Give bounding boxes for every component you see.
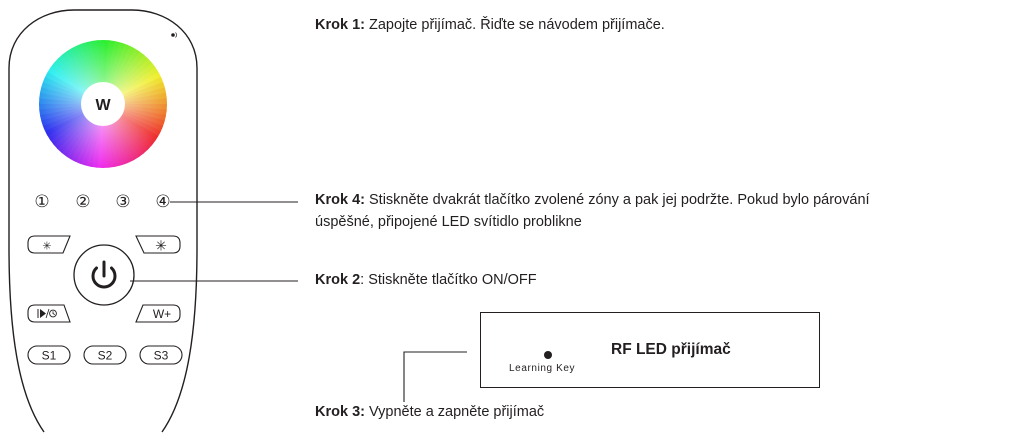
white-button[interactable]: [81, 82, 125, 126]
scene-1-label: S1: [42, 349, 57, 363]
mode-timer-button[interactable]: [27, 304, 71, 323]
step-2-text: Krok 2: Stiskněte tlačítko ON/OFF: [315, 269, 537, 292]
scene-3-label: S3: [154, 349, 169, 363]
learning-key-button[interactable]: [544, 351, 552, 359]
zone-1-button[interactable]: ①: [34, 192, 49, 212]
step-4-body: Stiskněte dvakrát tlačítko zvolené zóny …: [364, 192, 870, 208]
zone-4-button[interactable]: ④: [155, 192, 170, 212]
zone-3-button[interactable]: ③: [115, 192, 130, 212]
step-1-body: Zapojte přijímač. Řiďte se návodem přijí…: [364, 17, 665, 33]
white-button-label: W: [95, 97, 111, 114]
brightness-down-icon: ✳: [42, 240, 51, 253]
step-1-text: Krok 1: Zapojte přijímač. Řiďte se návod…: [315, 14, 665, 37]
scene-3-button[interactable]: S3: [139, 345, 183, 365]
step-2-body: : Stiskněte tlačítko ON/OFF: [360, 272, 537, 288]
rf-led-receiver: Learning Key RF LED přijímač: [480, 312, 820, 388]
scene-2-button[interactable]: S2: [83, 345, 127, 365]
callout-line-step3: [403, 351, 467, 402]
power-button[interactable]: [73, 244, 135, 306]
step-3-label: Krok 3:: [315, 404, 365, 420]
step-4-text: Krok 4: Stiskněte dvakrát tlačítko zvole…: [315, 189, 870, 212]
step-4-body-line2: úspěšné, připojené LED svítidlo problikn…: [315, 214, 582, 230]
white-plus-label: W+: [153, 307, 171, 321]
power-icon: [91, 260, 117, 289]
play-timer-icon: [37, 308, 57, 319]
brightness-down-button[interactable]: ✳: [27, 235, 71, 254]
step-4-text-line2: úspěšné, připojené LED svítidlo problikn…: [315, 211, 582, 234]
scene-1-button[interactable]: S1: [27, 345, 71, 365]
receiver-title: RF LED přijímač: [611, 341, 731, 358]
brightness-up-icon: ✳: [155, 239, 167, 255]
step-3-text: Krok 3: Vypněte a zapněte přijímač: [315, 401, 544, 424]
step-2-label: Krok 2: [315, 272, 361, 288]
step-1-label: Krok 1:: [315, 17, 365, 33]
brightness-up-button[interactable]: ✳: [135, 235, 181, 255]
indicator-led-icon: [171, 32, 177, 38]
step-4-label: Krok 4:: [315, 192, 365, 208]
white-plus-button[interactable]: W+: [135, 304, 181, 323]
learning-key-label: Learning Key: [509, 363, 576, 374]
zone-2-button[interactable]: ②: [75, 192, 90, 212]
scene-2-label: S2: [98, 349, 113, 363]
step-3-body: Vypněte a zapněte přijímač: [364, 404, 545, 420]
